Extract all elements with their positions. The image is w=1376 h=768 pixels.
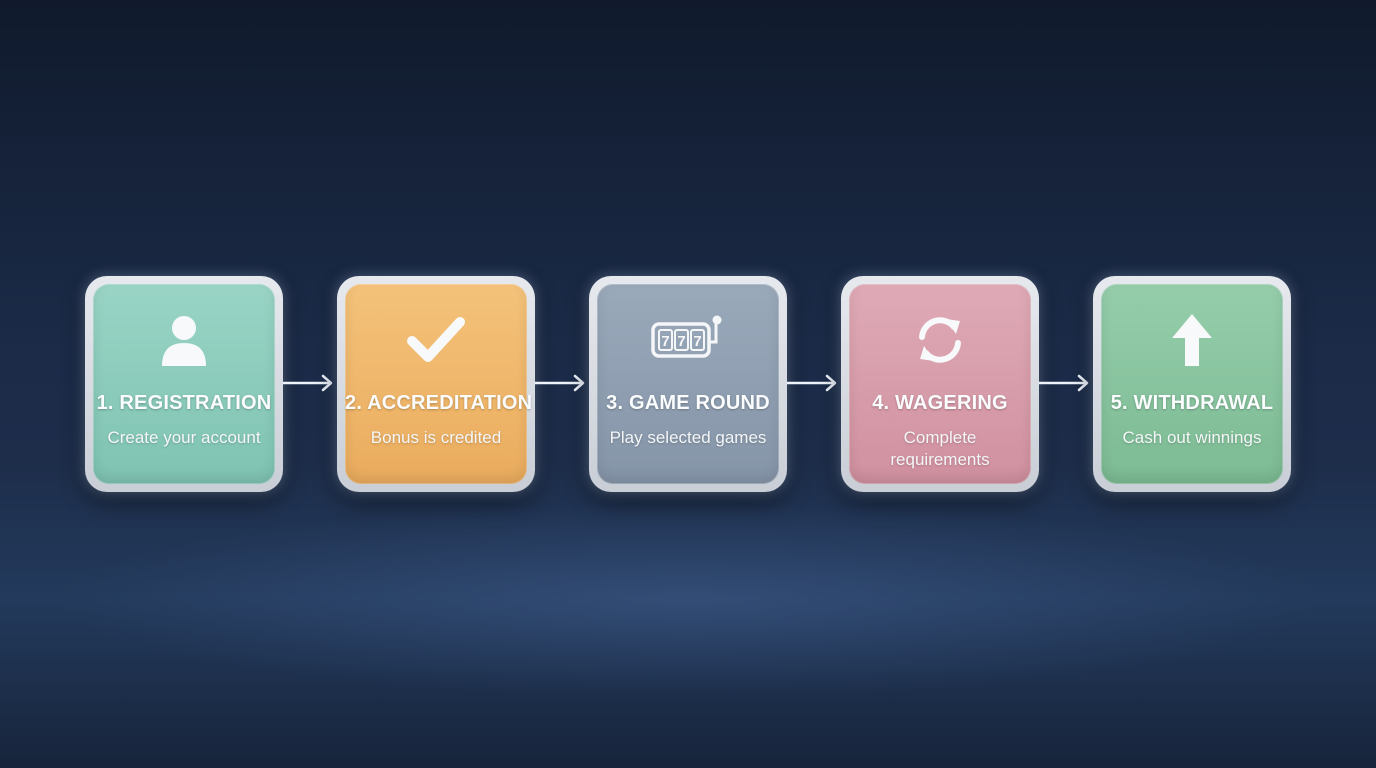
refresh-icon	[910, 312, 970, 368]
step-title: 4. WAGERING	[872, 392, 1008, 414]
svg-text:7: 7	[693, 333, 701, 350]
step-subtitle: Cash out winnings	[1122, 428, 1262, 447]
step-title: 3. GAME ROUND	[606, 392, 770, 414]
step-card-game-round: 7 7 7 3. GAME ROUND Play selected games	[589, 276, 787, 492]
step-subtitle: Bonus is credited	[370, 428, 502, 447]
arrow-right-icon	[787, 374, 839, 392]
step-card-withdrawal: 5. WITHDRAWAL Cash out winnings	[1093, 276, 1291, 492]
step-face: 4. WAGERING Complete requirements	[849, 284, 1031, 484]
step-card-registration: 1. REGISTRATION Create your account	[85, 276, 283, 492]
step-subtitle: Play selected games	[609, 428, 767, 447]
slot-machine-icon: 7 7 7	[650, 312, 726, 368]
step-subtitle: Create your account	[107, 428, 261, 447]
step-title: 5. WITHDRAWAL	[1110, 392, 1274, 414]
step-face: 7 7 7 3. GAME ROUND Play selected games	[597, 284, 779, 484]
checkmark-icon	[406, 312, 466, 368]
step-face: 5. WITHDRAWAL Cash out winnings	[1101, 284, 1283, 484]
step-card-wagering: 4. WAGERING Complete requirements	[841, 276, 1039, 492]
step-face: 2. ACCREDITATION Bonus is credited	[345, 284, 533, 484]
arrow-up-icon	[1162, 312, 1222, 368]
user-icon	[154, 312, 214, 368]
step-card-accreditation: 2. ACCREDITATION Bonus is credited	[337, 276, 535, 492]
step-title: 1. REGISTRATION	[96, 392, 272, 414]
arrow-right-icon	[283, 374, 335, 392]
svg-text:7: 7	[677, 333, 685, 350]
step-face: 1. REGISTRATION Create your account	[93, 284, 275, 484]
step-subtitle: Complete requirements	[890, 428, 990, 469]
svg-text:7: 7	[661, 333, 669, 350]
arrow-right-icon	[1039, 374, 1091, 392]
step-title: 2. ACCREDITATION	[345, 392, 533, 414]
arrow-right-icon	[535, 374, 587, 392]
